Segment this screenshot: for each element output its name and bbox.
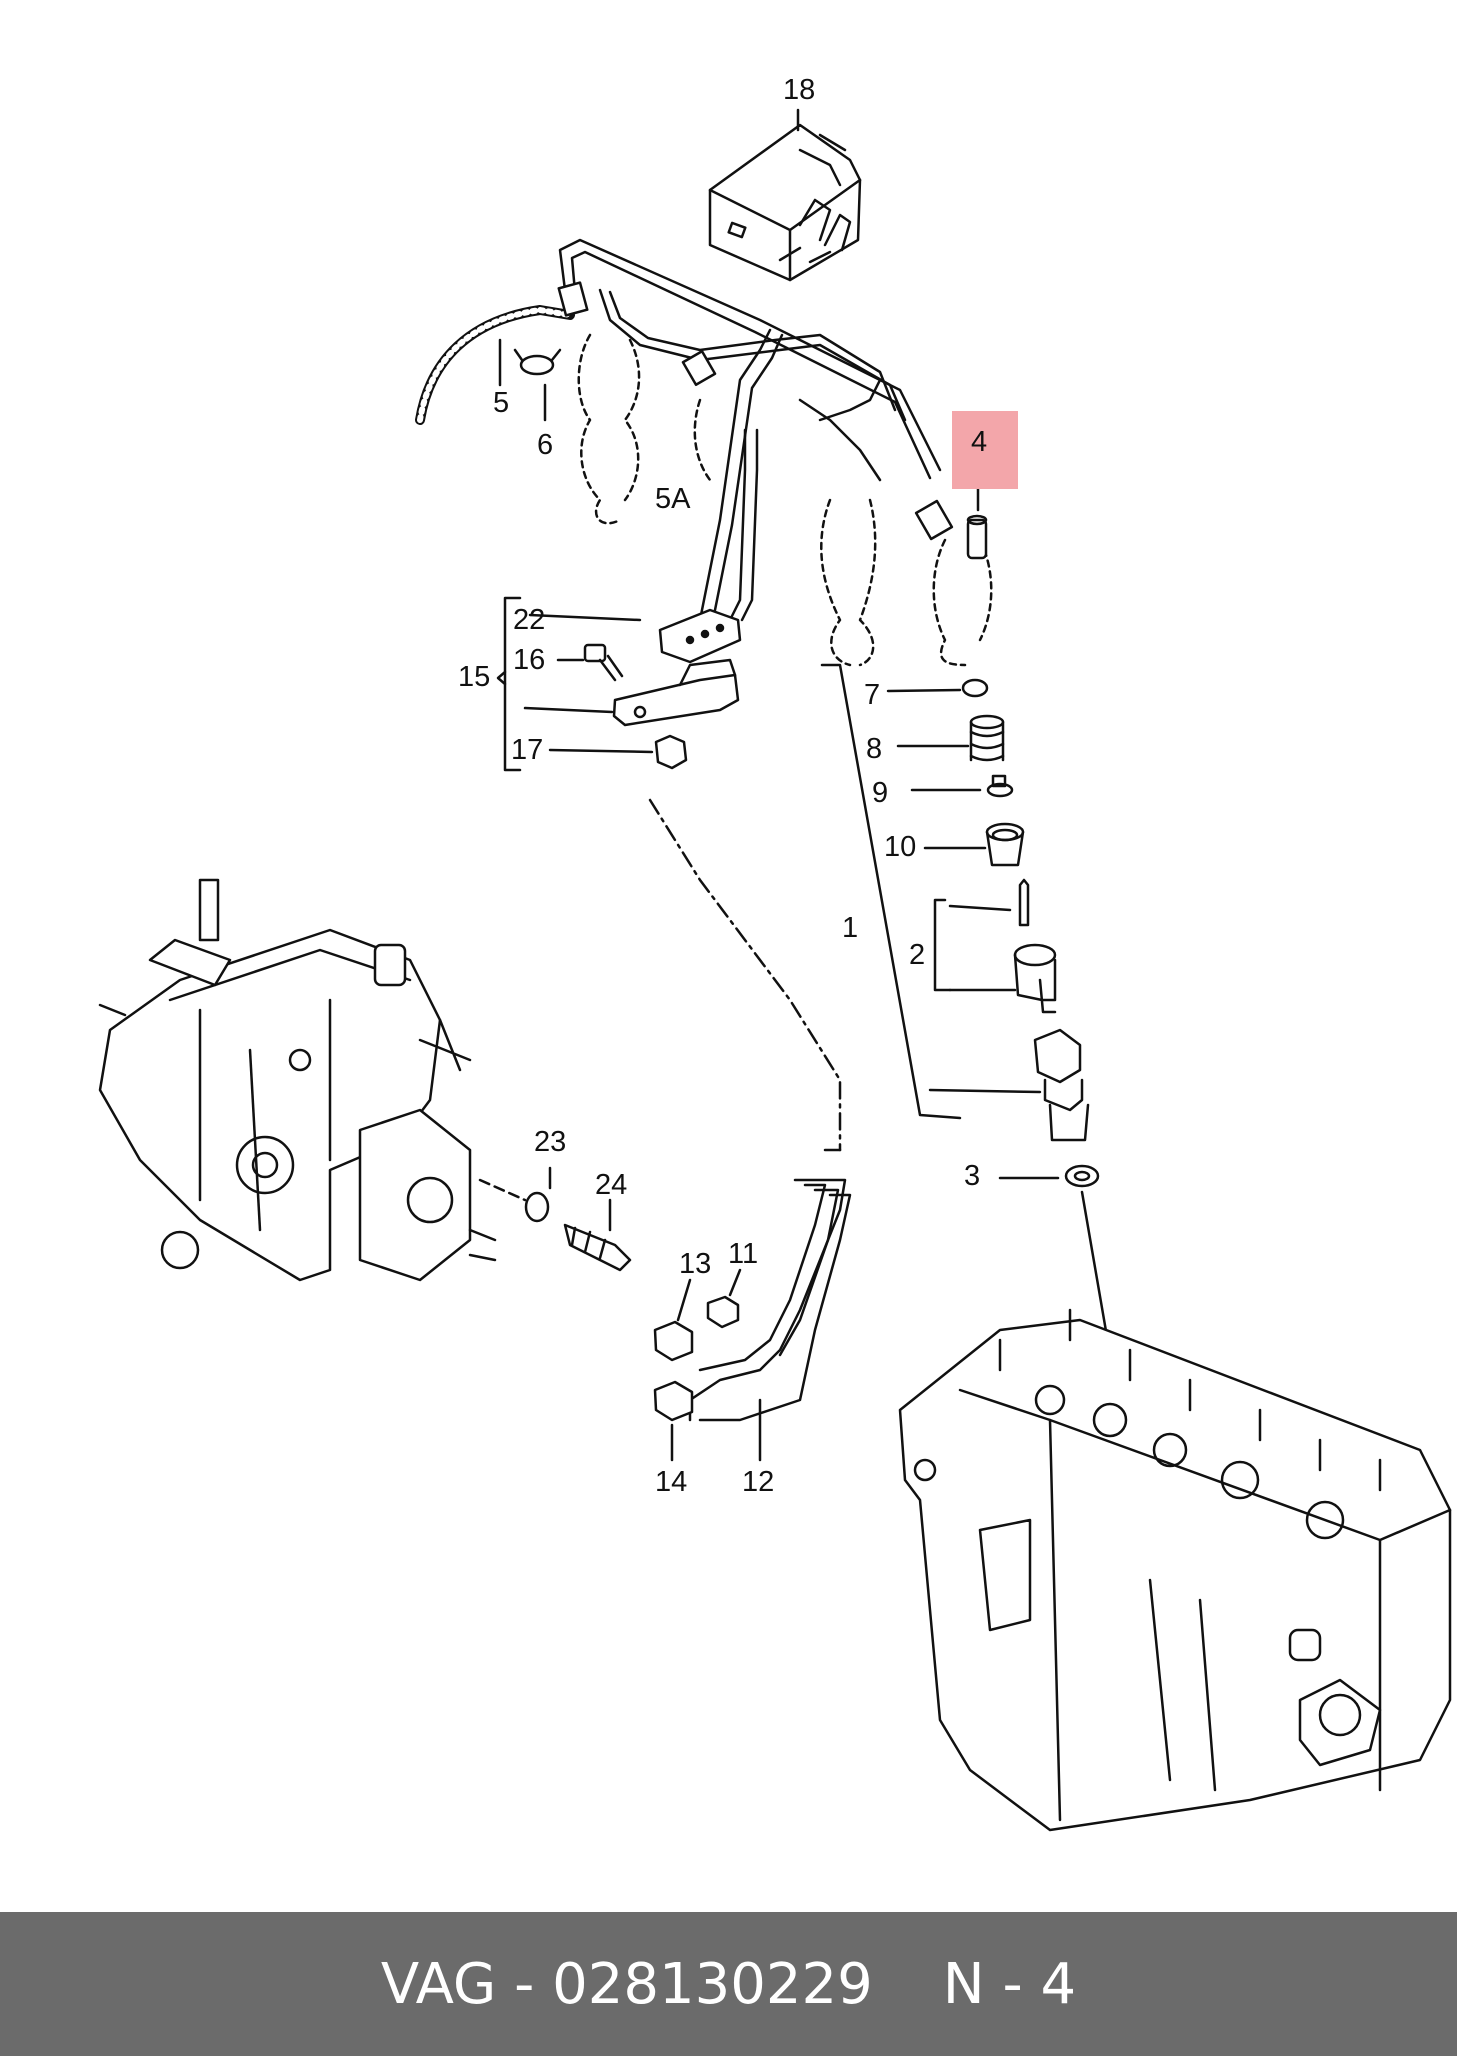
footer-text: VAG - 028130229 N - 4 — [0, 1912, 1457, 2056]
callout-10: 10 — [884, 831, 917, 863]
seal-ring-7 — [961, 678, 989, 698]
callout-9: 9 — [872, 777, 889, 809]
union-nut-14 — [653, 1380, 694, 1422]
callout-5a: 5A — [655, 483, 691, 515]
nozzle-2 — [1013, 878, 1057, 1014]
injector-body-1 — [1033, 1028, 1090, 1142]
injection-pump — [98, 878, 497, 1282]
callout-15: 15 — [458, 661, 491, 693]
cylinder-head — [898, 1308, 1452, 1832]
callout-22: 22 — [513, 604, 546, 636]
callout-14: 14 — [655, 1466, 688, 1498]
callout-7: 7 — [864, 679, 881, 711]
callout-24: 24 — [595, 1169, 628, 1201]
callout-2: 2 — [909, 939, 926, 971]
hose-clamp-6 — [513, 348, 562, 422]
union-nut-13 — [653, 1320, 694, 1362]
leak-off-hose-5 — [415, 305, 575, 425]
pressure-pin-9 — [986, 774, 1014, 798]
callout-11: 11 — [728, 1238, 759, 1270]
relay-block-18 — [708, 123, 862, 282]
callout-8: 8 — [866, 733, 883, 765]
highlighted-callout-marker — [952, 411, 1018, 489]
intermediate-disc-10 — [985, 822, 1025, 867]
injector-pipe-set-upper — [557, 238, 954, 627]
callout-6: 6 — [537, 429, 554, 461]
phantom-injectors — [577, 333, 993, 667]
heat-shield-washer-3 — [1064, 1164, 1100, 1188]
callout-4: 4 — [971, 426, 988, 458]
callout-13: 13 — [679, 1248, 712, 1280]
callout-17: 17 — [511, 734, 544, 766]
spring-8 — [969, 714, 1005, 762]
injector-pipe-set-lower — [688, 1178, 852, 1422]
callout-3: 3 — [964, 1160, 981, 1192]
callout-18: 18 — [783, 74, 816, 106]
banjo-bolt-24 — [563, 1223, 632, 1272]
bolt-16 — [556, 643, 624, 682]
footer-bar: VAG - 028130229 N - 4 — [0, 1912, 1457, 2056]
callout-12: 12 — [742, 1466, 775, 1498]
bracket-plate — [523, 658, 740, 727]
callout-5: 5 — [493, 387, 510, 419]
nut-17 — [548, 734, 688, 770]
footer-position: N - 4 — [942, 1951, 1077, 2017]
bracket-rubber-22 — [528, 608, 742, 664]
callout-1: 1 — [842, 912, 859, 944]
callout-23: 23 — [534, 1126, 567, 1158]
parts-diagram — [98, 108, 1452, 1832]
clamp-11 — [706, 1295, 740, 1329]
footer-part-number: VAG - 028130229 — [380, 1951, 873, 2017]
seal-23 — [524, 1191, 550, 1223]
callout-16: 16 — [513, 644, 546, 676]
